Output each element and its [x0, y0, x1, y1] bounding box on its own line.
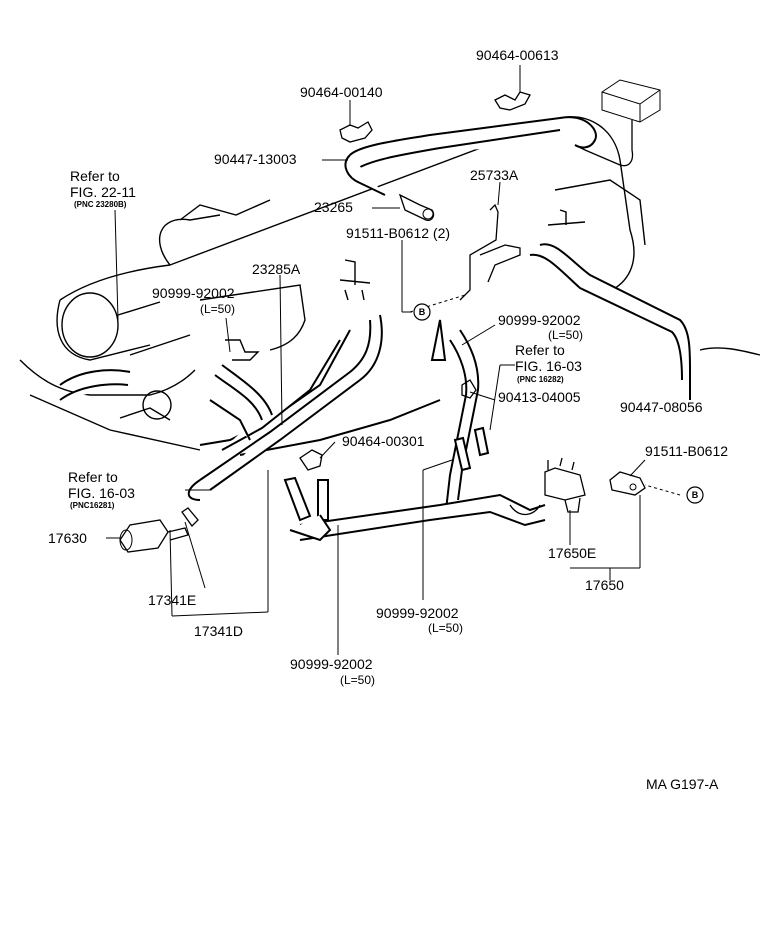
label-90413-04005: 90413-04005	[498, 389, 581, 405]
clip-90413-04005	[461, 379, 477, 399]
ref-fig16a-pnc: (PNC 16282)	[517, 375, 564, 384]
label-90999-92002-b: 90999-92002	[498, 312, 581, 328]
label-23265: 23265	[314, 199, 353, 215]
label-90999-92002-a: 90999-92002	[152, 285, 235, 301]
label-90999-92002-d-len: (L=50)	[340, 673, 375, 687]
label-25733A: 25733A	[470, 167, 519, 183]
label-23285A: 23285A	[252, 261, 301, 277]
circle-b-label: B	[692, 490, 699, 500]
label-90999-92002-c: 90999-92002	[376, 605, 459, 621]
valve-17650E	[544, 457, 586, 513]
clip-90464-00140	[339, 121, 373, 143]
ref-fig16a-line1: Refer to	[515, 342, 565, 358]
ref-fig16a-line2: FIG. 16-03	[515, 358, 582, 374]
part-labels: 90464-00613 90464-00140 90447-13003 2573…	[48, 47, 728, 687]
label-17341E: 17341E	[148, 592, 196, 608]
ref-fig22-line2: FIG. 22-11	[70, 184, 136, 200]
sensor-23265	[398, 193, 435, 221]
label-17650: 17650	[585, 577, 624, 593]
label-91511-B0612: 91511-B0612	[645, 443, 728, 459]
ref-fig22-pnc: (PNC 23280B)	[74, 200, 127, 209]
ref-fig16b-pnc: (PNC16281)	[70, 501, 115, 510]
bracket-91511-B0612	[609, 471, 646, 496]
reference-labels: Refer to FIG. 22-11 (PNC 23280B) Refer t…	[68, 168, 582, 510]
label-17341D: 17341D	[194, 623, 243, 639]
label-90464-00301: 90464-00301	[342, 433, 425, 449]
circle-b-marker-right: B	[686, 486, 704, 504]
label-90999-92002-a-len: (L=50)	[200, 302, 235, 316]
switch-17630	[119, 519, 189, 553]
diagram-code: MA G197-A	[646, 776, 719, 792]
label-91511-B0612-2: 91511-B0612 (2)	[346, 225, 450, 241]
label-90464-00613: 90464-00613	[476, 47, 559, 63]
ref-fig16b-line2: FIG. 16-03	[68, 485, 135, 501]
circle-b-marker-left: B	[413, 303, 431, 321]
label-17630: 17630	[48, 530, 87, 546]
fitting-17341E	[181, 507, 199, 528]
label-90464-00140: 90464-00140	[300, 84, 383, 100]
circle-b-label: B	[419, 307, 426, 317]
ref-fig22-line1: Refer to	[70, 168, 120, 184]
label-90999-92002-d: 90999-92002	[290, 656, 373, 672]
clip-90464-00613	[494, 91, 531, 111]
label-17650E: 17650E	[548, 545, 596, 561]
label-90999-92002-c-len: (L=50)	[428, 621, 463, 635]
leader-lines	[106, 65, 691, 655]
hoses	[59, 79, 691, 542]
label-90447-08056: 90447-08056	[620, 399, 703, 415]
ref-fig16b-line1: Refer to	[68, 469, 118, 485]
engine-outline	[19, 116, 761, 451]
label-90447-13003: 90447-13003	[214, 151, 297, 167]
label-90999-92002-b-len: (L=50)	[548, 328, 583, 342]
clamp-90464-00301	[299, 449, 323, 471]
